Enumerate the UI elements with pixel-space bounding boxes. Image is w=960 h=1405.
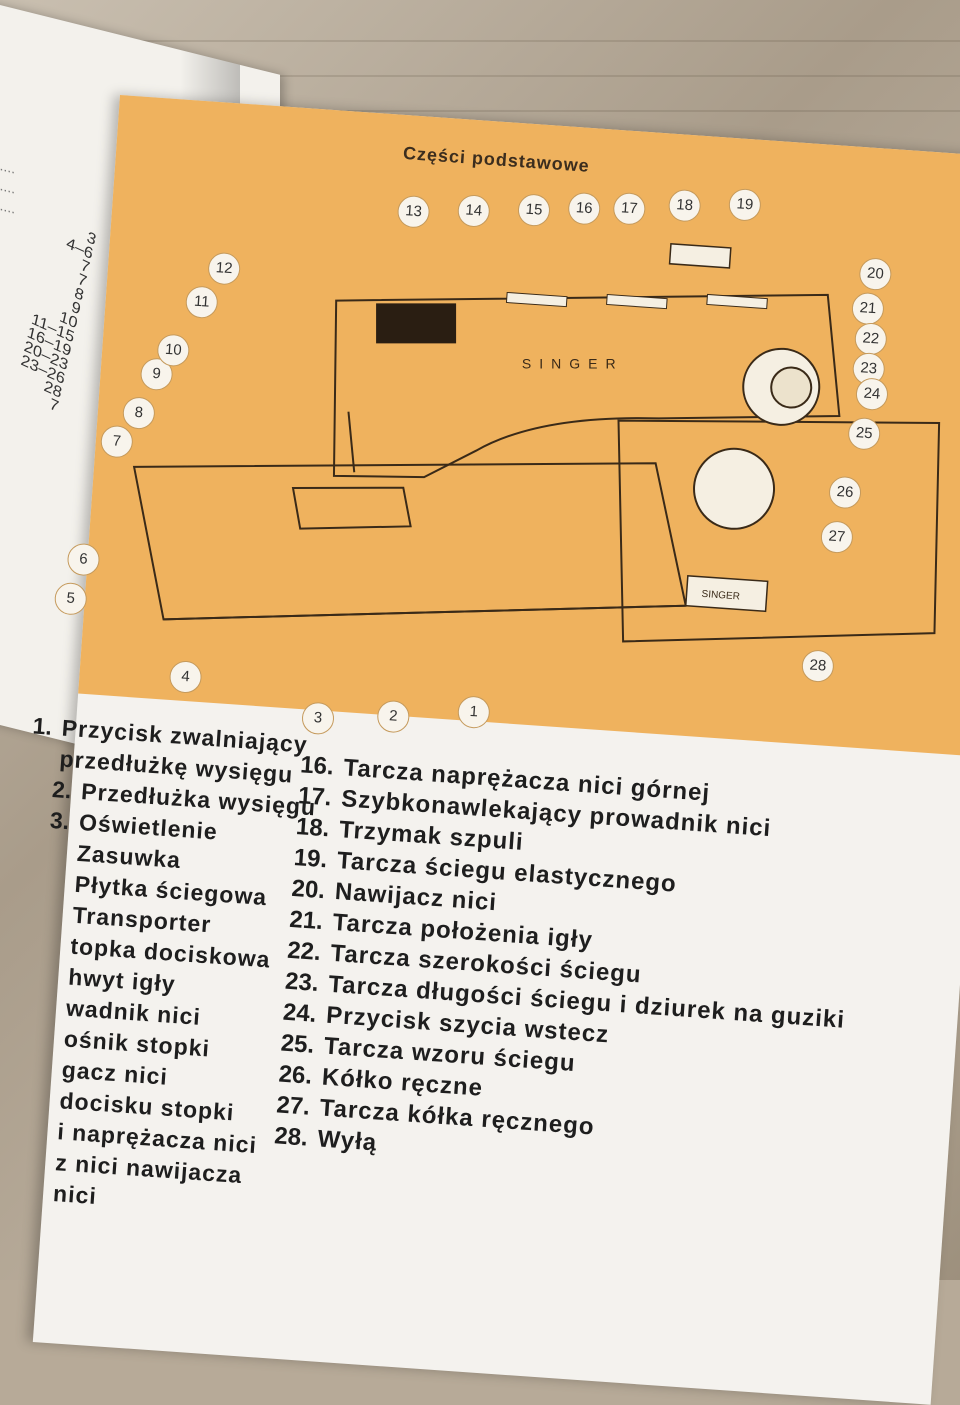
item-number: 19. [292, 844, 329, 874]
parts-list-right: 16.Tarcza naprężacza nici górnej 17.Szyb… [247, 747, 914, 1194]
top-dial-2 [606, 293, 668, 310]
pattern-dial [693, 447, 776, 530]
item-number: 24. [282, 998, 318, 1028]
badge-plate-label: SINGER [701, 589, 740, 603]
item-number [4, 864, 76, 900]
item-number: 28. [273, 1122, 309, 1152]
manual-page: Części podstawowe SINGER SI [32, 95, 960, 1405]
brand-label: SINGER [522, 356, 624, 372]
diagram-panel: Części podstawowe SINGER SI [53, 95, 960, 757]
top-dial-1 [505, 291, 568, 308]
item-text: Wyłą [316, 1125, 379, 1157]
item-number [0, 926, 72, 962]
item-number [6, 833, 78, 869]
item-number [0, 957, 69, 993]
extension-bed-outline [132, 462, 687, 621]
item-number: 26. [277, 1060, 313, 1090]
needle-bar [347, 411, 356, 473]
item-number: 27. [275, 1091, 311, 1121]
machine-arm-outline [332, 293, 841, 479]
badge-plate [684, 574, 769, 613]
throat-plate-outline [291, 486, 412, 530]
item-number [0, 1080, 61, 1116]
bed-front-edge [163, 604, 686, 621]
item-number: 18. [295, 813, 331, 843]
item-number: 3. [49, 806, 71, 835]
item-number [0, 1049, 63, 1085]
item-number: 25. [279, 1029, 316, 1059]
item-number: 17. [297, 782, 333, 812]
item-number [0, 1173, 54, 1209]
top-dial-3 [706, 293, 768, 310]
brand-panel [376, 303, 457, 344]
reverse-button [770, 366, 813, 409]
item-text: nici [52, 1180, 98, 1210]
item-number: 23. [284, 967, 320, 997]
item-number: 1. [31, 712, 53, 740]
sewing-machine-diagram: SINGER SINGER [132, 242, 941, 643]
item-number: 21. [288, 905, 324, 936]
item-number [2, 895, 74, 931]
spool-holder [668, 242, 732, 269]
item-number [0, 1111, 59, 1147]
base-cabinet-outline [617, 419, 941, 643]
item-number: 16. [299, 751, 335, 781]
item-number: 22. [286, 936, 322, 967]
item-number [0, 1142, 56, 1178]
item-number: 2. [51, 775, 73, 804]
item-number: 20. [290, 874, 326, 905]
item-number [0, 1019, 65, 1055]
item-number [0, 988, 67, 1024]
